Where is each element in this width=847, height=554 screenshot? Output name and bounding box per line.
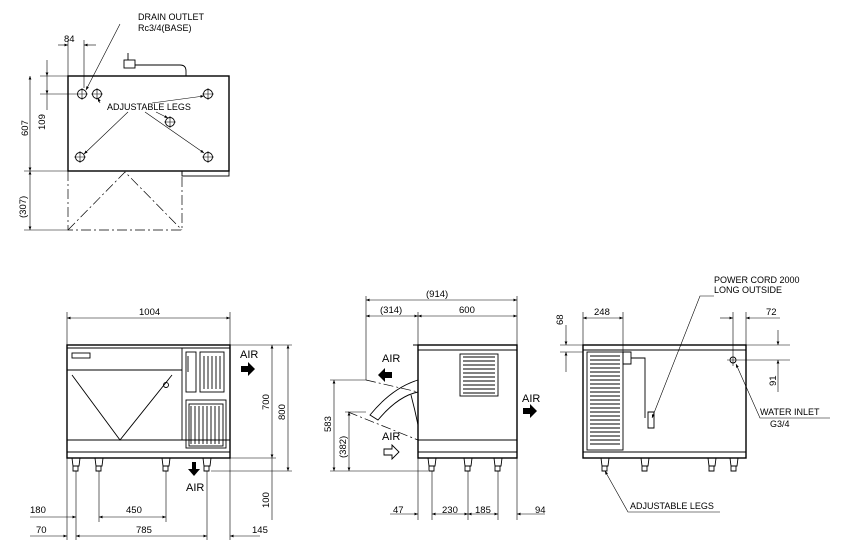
front-feet [71,457,212,472]
water-inlet-icon [727,354,739,366]
dim-914: (914) [426,289,448,300]
top-view-rear-part [181,170,230,177]
water-inlet-label: WATER INLET [760,407,820,417]
rear-feet [600,457,739,472]
dim-70: 70 [36,525,47,536]
water-spec-label: G3/4 [770,419,790,429]
dim-314: (314) [380,305,402,316]
side-air-out-arrow-icon [383,443,400,461]
leg-icon [74,151,86,163]
rear-condenser [586,351,624,451]
dim-248: 248 [594,307,610,318]
power-cord-label: POWER CORD 2000 [714,275,800,285]
leg-icon [91,88,103,100]
dim-91: 91 [768,375,779,386]
air-out-arrow-icon [241,362,255,376]
dim-382: (382) [338,436,349,458]
leg-icon [202,88,214,100]
dim-800: 800 [277,404,288,420]
power-cord-label-2: LONG OUTSIDE [714,285,782,295]
side-air-label-3: AIR [522,393,540,405]
top-legs-label: ADJUSTABLE LEGS [107,102,191,112]
side-air-label-2: AIR [382,431,400,443]
leg-icon [164,116,176,128]
drain-spec-label: Rc3/4(BASE) [138,23,192,33]
dim-450: 450 [126,505,142,516]
dim-68: 68 [555,314,566,325]
dim-47: 47 [393,505,404,516]
dim-94: 94 [535,505,546,516]
side-air-label-1: AIR [382,353,400,365]
dim-1004: 1004 [139,307,160,318]
side-view: AIR AIR AIR (914) (314) 600 583 (382) 47… [323,289,546,520]
dim-145: 145 [252,525,268,536]
top-view: ADJUSTABLE LEGS DRAIN OUTLET Rc3/4(BASE)… [18,12,230,231]
side-body [417,344,518,459]
drain-outlet-label: DRAIN OUTLET [138,12,205,22]
front-condenser-grille [185,399,227,449]
side-louvres [459,353,499,397]
rear-legs-label: ADJUSTABLE LEGS [630,501,714,511]
front-body [66,344,231,459]
side-feet [427,457,503,472]
dim-72: 72 [766,307,777,318]
side-air-in-arrow-icon [378,368,392,382]
side-air-right-arrow-icon [523,404,537,418]
top-view-legs [74,88,214,163]
power-cord [123,53,187,76]
dim-785: 785 [136,525,152,536]
air-down-arrow-icon [188,462,200,476]
front-air-label-bottom: AIR [186,482,204,494]
dim-700: 700 [261,394,272,410]
leg-icon [76,88,88,100]
front-view: AIR AIR 1004 700 800 100 180 450 70 785 … [30,307,292,540]
dim-109: 109 [37,114,48,130]
dim-307: (307) [18,196,29,218]
dim-230: 230 [442,505,458,516]
dim-185: 185 [475,505,491,516]
front-louvres [185,351,225,393]
dim-180: 180 [30,505,46,516]
dim-100: 100 [261,492,272,508]
leg-icon [202,151,214,163]
dim-607: 607 [20,120,31,136]
dim-583: 583 [323,416,334,432]
rear-body [582,344,747,459]
front-air-label: AIR [240,349,258,361]
door-swing-outline [67,171,183,231]
dim-600: 600 [459,305,475,316]
top-view-outline [67,75,230,172]
rear-view: POWER CORD 2000 LONG OUTSIDE 248 68 72 9… [555,275,830,513]
dim-84: 84 [64,34,75,45]
